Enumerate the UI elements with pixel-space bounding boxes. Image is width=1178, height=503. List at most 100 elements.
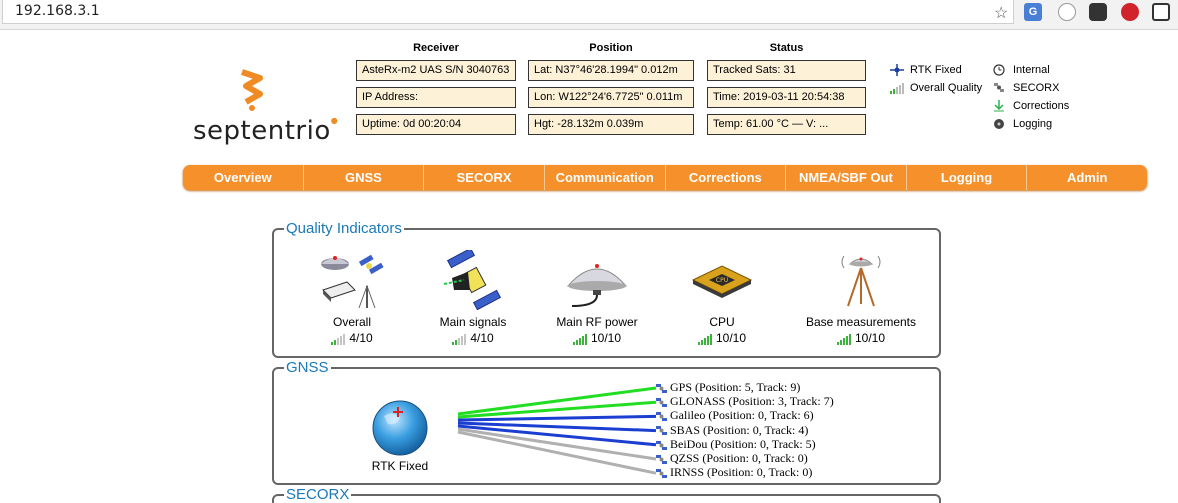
constellation-link (457, 427, 657, 461)
disk-icon (994, 119, 1004, 130)
qi-overall-value: 4/10 (292, 331, 412, 345)
logo-text: septentrio● (193, 116, 339, 146)
legend-rtk-fixed: RTK Fixed (890, 63, 962, 77)
qi-base-measurements-value: 10/10 (801, 331, 921, 345)
constellation-label: SBAS (Position: 0, Track: 4) (670, 422, 809, 437)
constellation-links (457, 386, 657, 475)
signal-bars-icon (331, 333, 346, 345)
gnss-status-label: RTK Fixed (371, 459, 429, 473)
legend-overall-quality: Overall Quality (890, 81, 982, 95)
signal-bars-icon (836, 333, 851, 345)
satellite-icon (656, 383, 667, 393)
quality-indicators-section: Quality Indicators (272, 220, 941, 358)
qi-main-signals[interactable]: Main signals 4/10 (413, 247, 533, 345)
constellation-label: Galileo (Position: 0, Track: 6) (670, 408, 814, 423)
qi-cpu-label: CPU (709, 315, 735, 329)
status-tracked-sats: Tracked Sats: 31 (707, 60, 866, 81)
qi-main-rf-power-label: Main RF power (556, 315, 638, 329)
constellation-link (457, 386, 657, 416)
signal-bars-icon (572, 333, 587, 345)
quality-indicators-title: Quality Indicators (284, 220, 404, 238)
position-lat: Lat: N37°46'28.1994" 0.012m (528, 60, 694, 81)
satellite-icon (656, 454, 667, 464)
base-tripod-icon (841, 255, 881, 307)
constellation-label: IRNSS (Position: 0, Track: 0) (670, 465, 813, 480)
nav-nmea-sbf-out[interactable]: NMEA/SBF Out (786, 165, 907, 190)
legend-corrections: Corrections (993, 99, 1069, 113)
satellite-icon (656, 412, 667, 422)
cpu-chip-icon: CPU (691, 265, 753, 298)
browser-toolbar: 192.168.3.1 ☆ G (0, 0, 1178, 30)
gnss-section: GNSS (272, 359, 941, 485)
qi-base-measurements[interactable]: Base measurements 10/10 (801, 250, 921, 345)
satellite-icon (656, 440, 667, 450)
legend-secorx: SECORX (993, 81, 1059, 95)
bookmark-star-icon[interactable]: ☆ (994, 5, 1009, 22)
frame-extension-icon[interactable] (1152, 3, 1170, 21)
receiver-model: AsteRx-m2 UAS S/N 3040763 (356, 60, 516, 81)
satellite-signal-icon (443, 247, 502, 311)
signal-bars-icon (697, 333, 712, 345)
satellite-icon (656, 468, 667, 478)
satellite-icon (656, 397, 667, 407)
signal-bars-icon (452, 333, 467, 345)
constellation-link (457, 421, 657, 433)
constellation-item: IRNSS (Position: 0, Track: 0) (656, 465, 812, 480)
satellite-icon (656, 426, 667, 436)
constellation-label: GLONASS (Position: 3, Track: 7) (670, 394, 834, 409)
receiver-antenna-icon (321, 254, 384, 309)
qi-cpu-value: 10/10 (662, 331, 782, 345)
nav-communication[interactable]: Communication (545, 165, 666, 190)
legend-internal: Internal (993, 63, 1050, 77)
crosshair-icon (890, 64, 904, 77)
qi-overall[interactable]: Overall 4/10 (292, 250, 412, 345)
receiver-ip: IP Address: (356, 87, 516, 108)
constellation-label: GPS (Position: 5, Track: 9) (670, 380, 801, 394)
qi-cpu[interactable]: CPU CPU 10/10 (662, 250, 782, 345)
constellation-link (457, 424, 657, 447)
constellation-item: GPS (Position: 5, Track: 9) (656, 380, 800, 395)
address-bar[interactable]: 192.168.3.1 (2, 0, 1014, 24)
constellation-item: GLONASS (Position: 3, Track: 7) (656, 394, 834, 409)
nav-logging[interactable]: Logging (907, 165, 1028, 190)
receiver-heading: Receiver (413, 42, 459, 54)
qi-main-signals-label: Main signals (439, 315, 507, 329)
qi-base-measurements-label: Base measurements (805, 315, 917, 329)
constellation-link (457, 414, 657, 422)
translate-extension-icon[interactable]: G (1024, 3, 1042, 21)
status-temp: Temp: 61.00 °C — V: ... (707, 114, 866, 135)
qi-main-rf-power[interactable]: Main RF power 10/10 (537, 250, 657, 345)
nav-admin[interactable]: Admin (1066, 170, 1108, 185)
qi-overall-label: Overall (332, 315, 371, 329)
qi-main-signals-value: 4/10 (413, 331, 533, 345)
septentrio-logo-icon (241, 69, 263, 111)
signal-bars-icon (890, 83, 904, 95)
constellation-item: QZSS (Position: 0, Track: 0) (656, 451, 808, 466)
qi-main-rf-power-value: 10/10 (537, 331, 657, 345)
clock-icon (993, 64, 1005, 76)
constellation-label: QZSS (Position: 0, Track: 0) (670, 451, 808, 465)
ghostery-extension-icon[interactable] (1058, 3, 1076, 21)
gear-extension-icon[interactable] (1121, 3, 1139, 21)
position-lon: Lon: W122°24'6.7725" 0.011m (528, 87, 694, 108)
constellation-link (457, 400, 657, 419)
globe-icon (372, 400, 428, 456)
gnss-title: GNSS (284, 359, 331, 377)
constellation-link (457, 430, 657, 475)
nav-gnss[interactable]: GNSS (304, 165, 425, 190)
legend-logging: Logging (993, 117, 1052, 131)
constellation-item: Galileo (Position: 0, Track: 6) (656, 408, 814, 423)
nav-secorx[interactable]: SECORX (424, 165, 545, 190)
constellation-label: BeiDou (Position: 0, Track: 5) (670, 436, 816, 451)
nav-overview[interactable]: Overview (183, 165, 304, 190)
constellation-item: BeiDou (Position: 0, Track: 5) (656, 437, 816, 452)
bulb-extension-icon[interactable] (1089, 3, 1107, 21)
status-heading: Status (769, 42, 804, 54)
secorx-title: SECORX (284, 486, 352, 503)
status-time: Time: 2019-03-11 20:54:38 (707, 87, 866, 108)
antenna-dome-icon (566, 264, 628, 307)
download-arrow-icon (994, 100, 1004, 112)
svg-text:CPU: CPU (716, 277, 728, 284)
nav-corrections[interactable]: Corrections (666, 165, 787, 190)
main-nav: Overview GNSS SECORX Communication Corre… (183, 165, 1147, 190)
